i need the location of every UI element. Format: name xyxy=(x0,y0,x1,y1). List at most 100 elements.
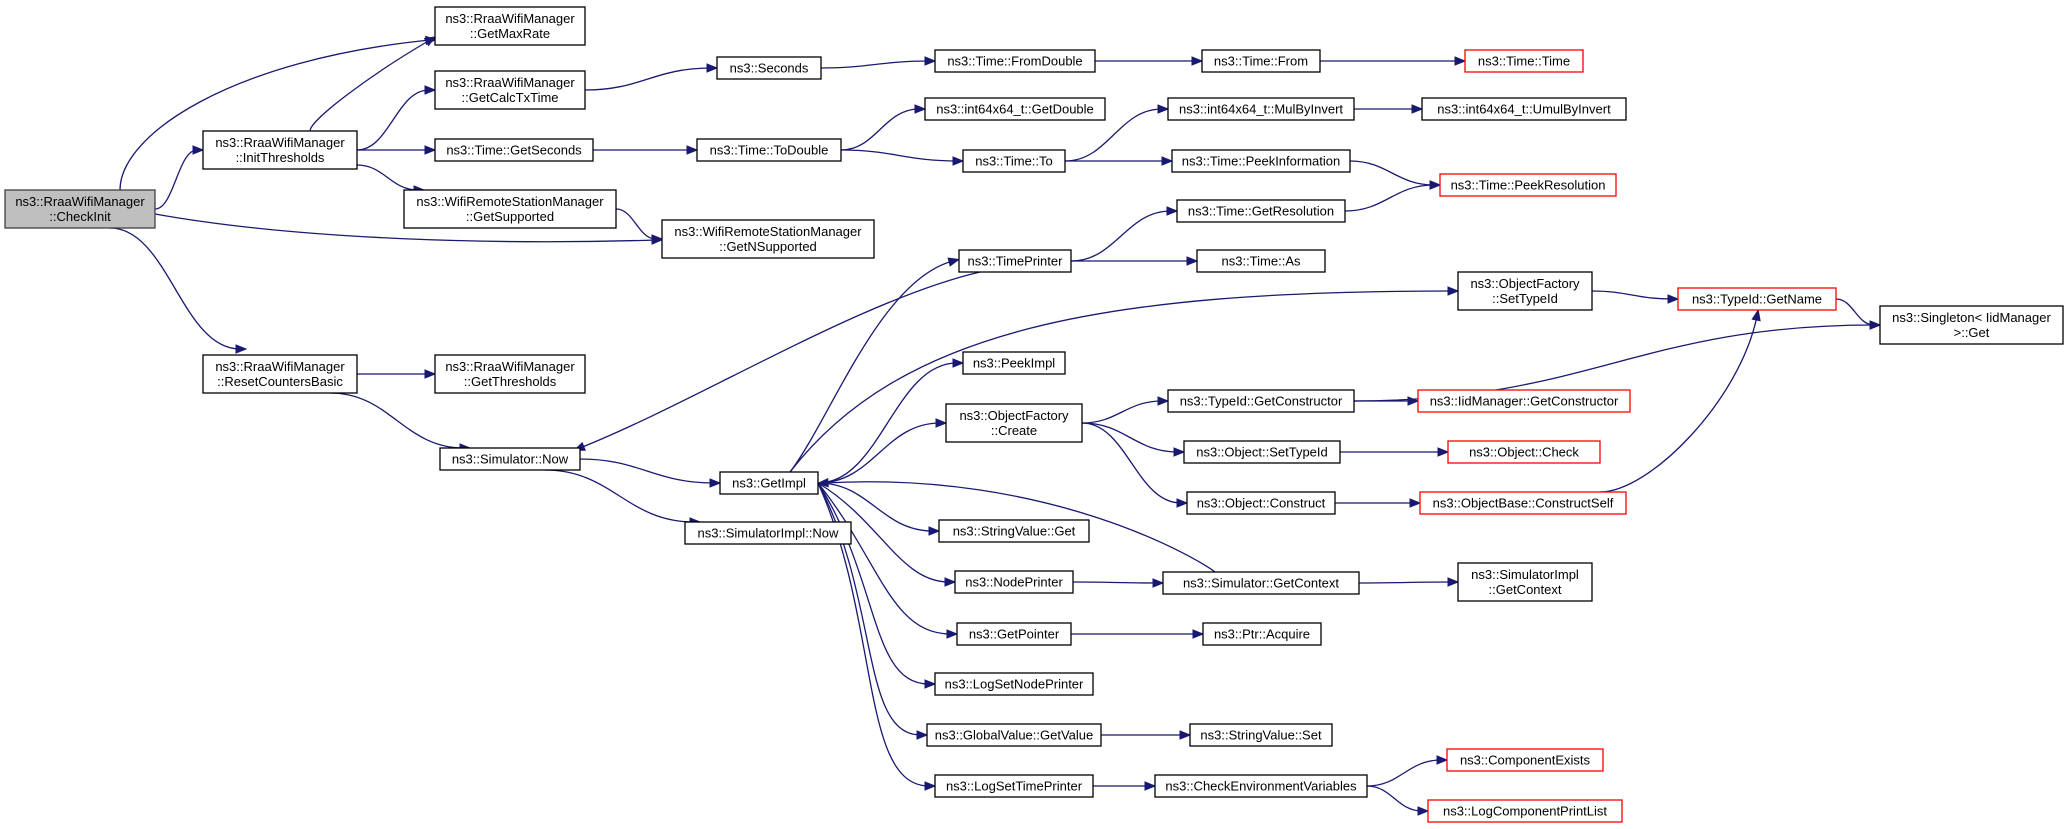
node-umul-by-invert[interactable]: ns3::int64x64_t::UmulByInvert xyxy=(1421,97,1627,121)
node-label: ns3::RraaWifiManager xyxy=(215,359,345,374)
node-label: ::GetContext xyxy=(1489,582,1562,597)
arrowhead-icon xyxy=(706,63,719,73)
node-log-component-print-list[interactable]: ns3::LogComponentPrintList xyxy=(1427,799,1623,823)
node-peek-resolution[interactable]: ns3::Time::PeekResolution xyxy=(1439,173,1617,197)
node-box xyxy=(1154,774,1368,798)
node-label: ns3::WifiRemoteStationManager xyxy=(674,224,862,239)
arrowhead-icon xyxy=(947,257,961,267)
node-node-printer[interactable]: ns3::NodePrinter xyxy=(954,570,1074,594)
node-box xyxy=(719,471,819,495)
node-check-init[interactable]: ns3::RraaWifiManager::CheckInit xyxy=(4,189,156,229)
node-get-constructor[interactable]: ns3::TypeId::GetConstructor xyxy=(1167,389,1355,413)
node-time-get-seconds[interactable]: ns3::Time::GetSeconds xyxy=(434,138,594,162)
arrowhead-icon xyxy=(1173,447,1186,457)
node-label: ns3::PeekImpl xyxy=(973,356,1055,371)
node-type-id-get-name[interactable]: ns3::TypeId::GetName xyxy=(1677,287,1837,311)
node-box xyxy=(1183,440,1341,464)
node-label: ns3::Time::PeekInformation xyxy=(1182,154,1340,169)
node-ofcreate[interactable]: ns3::ObjectFactory::Create xyxy=(945,403,1083,443)
node-string-value-set[interactable]: ns3::StringValue::Set xyxy=(1189,723,1333,747)
node-box xyxy=(1167,97,1355,121)
node-peek-impl[interactable]: ns3::PeekImpl xyxy=(962,351,1066,375)
node-box xyxy=(434,6,586,46)
edge-check-init-to-get-nsupported xyxy=(154,213,657,243)
node-get-calc-tx-time[interactable]: ns3::RraaWifiManager::GetCalcTxTime xyxy=(434,70,586,110)
node-get-impl[interactable]: ns3::GetImpl xyxy=(719,471,819,495)
node-sim-impl-get-context[interactable]: ns3::SimulatorImpl::GetContext xyxy=(1457,562,1593,602)
node-time-printer[interactable]: ns3::TimePrinter xyxy=(958,249,1072,273)
node-construct-self[interactable]: ns3::ObjectBase::ConstructSelf xyxy=(1419,491,1627,515)
arrowhead-icon xyxy=(1437,447,1450,457)
arrowhead-icon xyxy=(1157,104,1170,114)
node-time-from[interactable]: ns3::Time::From xyxy=(1201,49,1321,73)
node-from-double[interactable]: ns3::Time::FromDouble xyxy=(934,49,1096,73)
node-box xyxy=(684,521,852,545)
node-component-exists[interactable]: ns3::ComponentExists xyxy=(1446,748,1604,772)
arrowhead-icon xyxy=(1447,577,1460,587)
node-singleton-get[interactable]: ns3::Singleton< IidManager>::Get xyxy=(1879,305,2064,345)
arrowhead-icon xyxy=(924,781,937,791)
edge-get-impl-to-ofcreate xyxy=(817,422,941,484)
node-label: ns3::Singleton< IidManager xyxy=(1892,310,2051,325)
edge-check-env-vars-to-component-exists xyxy=(1366,759,1442,787)
node-box xyxy=(661,219,875,259)
node-init-thresholds[interactable]: ns3::RraaWifiManager::InitThresholds xyxy=(202,130,358,170)
node-get-pointer[interactable]: ns3::GetPointer xyxy=(956,622,1072,646)
edge-simulator-now-to-get-impl xyxy=(579,458,715,484)
node-get-double[interactable]: ns3::int64x64_t::GetDouble xyxy=(924,97,1106,121)
node-string-value-get[interactable]: ns3::StringValue::Get xyxy=(938,519,1090,543)
node-mul-by-invert[interactable]: ns3::int64x64_t::MulByInvert xyxy=(1167,97,1355,121)
edge-init-thresholds-to-get-calc-tx-time xyxy=(356,89,430,151)
node-time-to[interactable]: ns3::Time::To xyxy=(962,149,1066,173)
node-obj-construct[interactable]: ns3::Object::Construct xyxy=(1186,491,1336,515)
node-get-thresholds[interactable]: ns3::RraaWifiManager::GetThresholds xyxy=(434,354,586,394)
node-simulator-impl-now[interactable]: ns3::SimulatorImpl::Now xyxy=(684,521,852,545)
node-box xyxy=(938,519,1090,543)
node-box xyxy=(926,723,1102,747)
node-label: ns3::ObjectFactory xyxy=(959,408,1069,423)
node-check-env-vars[interactable]: ns3::CheckEnvironmentVariables xyxy=(1154,774,1368,798)
node-time-time[interactable]: ns3::Time::Time xyxy=(1464,49,1584,73)
arrowhead-icon xyxy=(924,679,937,689)
node-obj-set-type-id[interactable]: ns3::Object::SetTypeId xyxy=(1183,440,1341,464)
node-label: ns3::GlobalValue::GetValue xyxy=(935,728,1094,743)
node-simulator-now[interactable]: ns3::Simulator::Now xyxy=(439,447,581,471)
node-gvget-value[interactable]: ns3::GlobalValue::GetValue xyxy=(926,723,1102,747)
edge-seconds-to-from-double xyxy=(820,60,930,69)
arrowhead-icon xyxy=(686,145,699,155)
node-get-resolution[interactable]: ns3::Time::GetResolution xyxy=(1176,199,1346,223)
node-get-max-rate[interactable]: ns3::RraaWifiManager::GetMaxRate xyxy=(434,6,586,46)
arrowhead-icon xyxy=(1176,498,1189,508)
node-sim-get-context[interactable]: ns3::Simulator::GetContext xyxy=(1162,571,1360,595)
node-box xyxy=(934,672,1094,696)
node-object-check[interactable]: ns3::Object::Check xyxy=(1447,440,1601,464)
edge-get-resolution-to-peek-resolution xyxy=(1344,184,1435,212)
node-reset-counters-basic[interactable]: ns3::RraaWifiManager::ResetCountersBasic xyxy=(202,354,358,394)
node-seconds[interactable]: ns3::Seconds xyxy=(716,56,822,80)
edge-get-impl-to-peek-impl xyxy=(817,362,958,484)
node-time-as[interactable]: ns3::Time::As xyxy=(1196,249,1326,273)
node-to-double[interactable]: ns3::Time::ToDouble xyxy=(696,138,842,162)
node-label: ns3::Ptr::Acquire xyxy=(1214,627,1310,642)
node-get-nsupported[interactable]: ns3::WifiRemoteStationManager::GetNSuppo… xyxy=(661,219,875,259)
node-iid-get-constructor[interactable]: ns3::IidManager::GetConstructor xyxy=(1417,389,1631,413)
node-label: ::InitThresholds xyxy=(236,150,325,165)
arrowhead-icon xyxy=(1166,206,1179,216)
arrowhead-icon xyxy=(1144,781,1157,791)
edge-construct-self-to-type-id-get-name xyxy=(1599,315,1758,493)
edge-sim-get-context-to-sim-impl-get-context xyxy=(1358,581,1453,584)
node-box xyxy=(4,189,156,229)
node-label: ns3::Time::PeekResolution xyxy=(1451,178,1606,193)
edge-reset-counters-basic-to-simulator-now xyxy=(329,392,465,449)
node-ofset-type-id[interactable]: ns3::ObjectFactory::SetTypeId xyxy=(1457,271,1593,311)
node-label: ns3::StringValue::Get xyxy=(953,524,1076,539)
arrowhead-icon xyxy=(1417,806,1430,816)
edge-init-thresholds-to-get-max-rate xyxy=(309,39,431,132)
node-get-supported[interactable]: ns3::WifiRemoteStationManager::GetSuppor… xyxy=(403,189,617,229)
node-peek-information[interactable]: ns3::Time::PeekInformation xyxy=(1171,149,1351,173)
node-label: ::GetNSupported xyxy=(719,239,817,254)
node-log-set-time-printer[interactable]: ns3::LogSetTimePrinter xyxy=(934,774,1094,798)
node-ptr-acquire[interactable]: ns3::Ptr::Acquire xyxy=(1202,622,1322,646)
node-label: ns3::int64x64_t::GetDouble xyxy=(936,102,1094,117)
node-log-set-node-printer[interactable]: ns3::LogSetNodePrinter xyxy=(934,672,1094,696)
